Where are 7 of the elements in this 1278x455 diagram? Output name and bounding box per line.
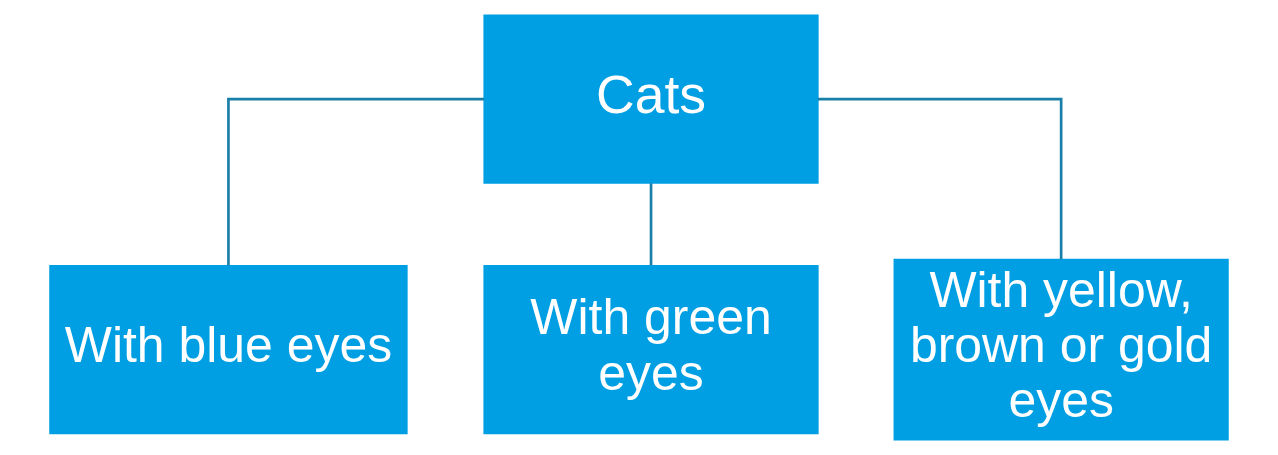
node-box: With yellow, brown or gold eyes xyxy=(893,258,1229,441)
connector xyxy=(817,97,1063,260)
node-box: With green eyes xyxy=(483,264,819,435)
connector xyxy=(649,183,653,266)
connector xyxy=(227,97,484,266)
node-box: With blue eyes xyxy=(49,264,408,435)
node-box: Cats xyxy=(483,14,819,184)
